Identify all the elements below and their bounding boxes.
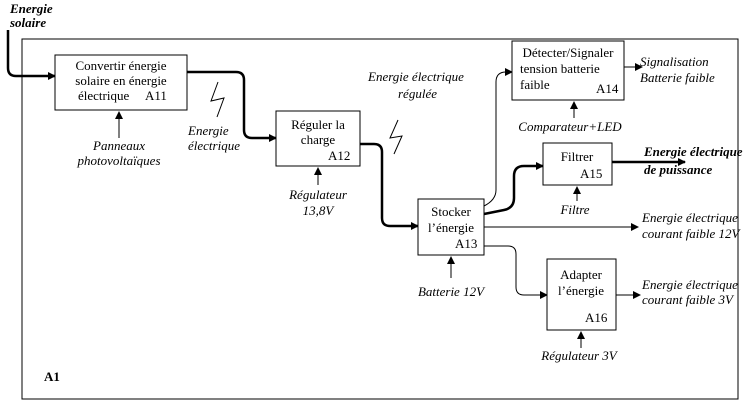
block-a12 [275,110,361,167]
out-signal-line2: Batterie faible [640,70,715,85]
flow-regulated-line1: Energie électrique [367,69,464,84]
flow-a13-a15 [483,162,544,216]
block-a12-line2: charge [301,132,336,147]
block-a14-line1: Détecter/Signaler [523,45,615,60]
out-signal-line1: Signalisation [640,54,709,69]
mech-a12-line2: 13,8V [303,203,336,218]
block-a15-line1: Filtrer [561,149,594,164]
input-label-line2: solaire [9,15,46,30]
out-power-line2: de puissance [644,162,712,177]
mech-a11-line2: photovoltaïques [76,153,160,168]
block-a15 [542,142,613,186]
flow-a11-lightning [210,81,225,118]
block-a13-code: A13 [455,236,477,251]
block-a11-line2: solaire en énergie [75,73,167,88]
out-3v-line2: courant faible 3V [642,292,735,307]
block-a14-code: A14 [596,81,619,96]
block-a11-line1: Convertir énergie [75,58,166,73]
out-3v-line1: Energie électrique [641,277,738,292]
block-a14 [511,40,625,101]
flow-a12-lightning [389,119,403,155]
out-12v-line1: Energie électrique [641,210,738,225]
input-arrow [6,30,56,80]
block-a15-code: A15 [580,166,602,181]
mech-a11-line1: Panneaux [92,138,145,153]
flow-a11-a12 [187,70,277,142]
out-power-line1: Energie électrique [643,144,743,159]
block-a13-line2: l’énergie [428,220,474,235]
flow-a13-a14 [483,68,513,207]
block-a11-line3: électrique [78,88,129,103]
block-a11 [54,54,188,111]
flow-regulated-line2: régulée [398,86,437,101]
mech-a12-line1: Régulateur [288,187,348,202]
outer-frame [21,38,739,400]
block-a14-line3: faible [520,77,550,92]
flow-a13-a16 [484,245,548,299]
block-a16-line2: l’énergie [558,283,604,298]
frame-label: A1 [44,369,60,384]
mech-a13-line1: Batterie 12V [418,284,486,299]
out-12v-line2: courant faible 12V [642,226,742,241]
block-a16-line1: Adapter [560,267,603,282]
mech-a14-line1: Comparateur+LED [518,119,622,134]
block-a13-line1: Stocker [431,204,471,219]
block-a16-code: A16 [585,310,608,325]
block-a11-code: A11 [145,88,167,103]
block-a16 [546,258,617,331]
block-a14-line2: tension batterie [520,61,600,76]
flow-elec-line1: Energie [187,123,229,138]
input-label-line1: Energie [9,1,53,16]
mech-a16-line1: Régulateur 3V [540,348,619,363]
block-a12-code: A12 [328,148,350,163]
flow-a12-a13 [360,142,419,230]
flow-elec-line2: électrique [188,138,240,153]
block-a12-line1: Réguler la [291,117,345,132]
mech-a15-line1: Filtre [559,202,589,217]
